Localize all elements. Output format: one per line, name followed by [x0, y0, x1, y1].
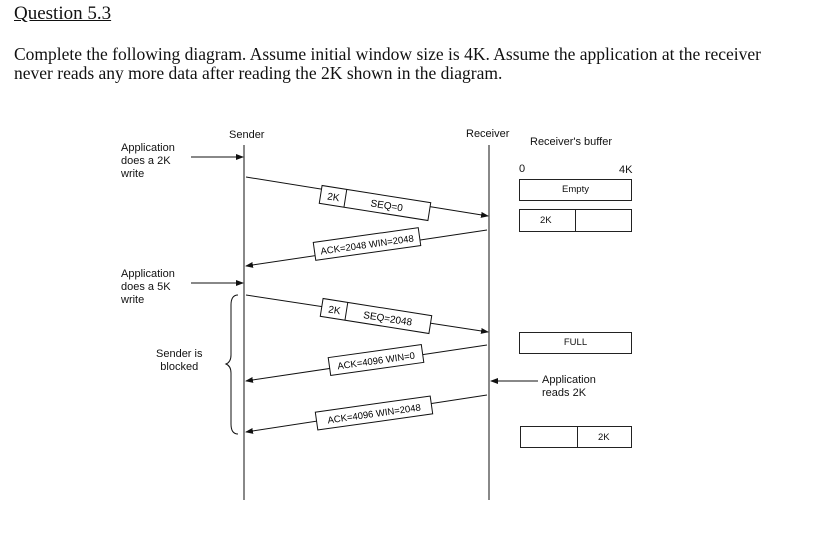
app-write-5k-note: Application does a 5K write [121, 268, 175, 306]
buffer-half-filled: 2K [519, 209, 632, 232]
buffer-full-text: FULL [563, 337, 588, 348]
sender-label: Sender [229, 129, 265, 141]
buffer-full: FULL [519, 332, 632, 354]
app-write-2k-note: Application does a 2K write [121, 142, 175, 180]
msg-ack2048-label: ACK=2048 WIN=2048 [312, 227, 422, 261]
buffer-after-read-text: 2K [598, 432, 610, 443]
buffer-after-read: 2K [520, 426, 632, 448]
buffer-empty-text: Empty [562, 184, 589, 195]
msg-seq2048-size: 2K [327, 305, 341, 318]
buffer-min-label: 0 [519, 163, 526, 175]
question-title: Question 5.3 [14, 3, 112, 24]
msg-seq2048-label: 2K SEQ=2048 [319, 297, 433, 335]
sender-blocked-note: Sender is blocked [156, 348, 203, 373]
receiver-label: Receiver [466, 128, 510, 140]
buffer-half-filled-text: 2K [540, 215, 552, 226]
msg-seq0-label: 2K SEQ=0 [318, 184, 432, 222]
buffer-after-read-divider [577, 427, 578, 447]
buffer-title: Receiver's buffer [530, 136, 612, 148]
buffer-half-filled-divider [575, 210, 576, 231]
msg-ack4096-win0-label: ACK=4096 WIN=0 [327, 343, 425, 377]
buffer-empty: Empty [519, 179, 632, 201]
buffer-max-label: 4K [619, 164, 633, 176]
msg-seq0-size: 2K [326, 192, 340, 205]
msg-seq0-text: SEQ=0 [370, 198, 404, 214]
question-text: Complete the following diagram. Assume i… [14, 44, 761, 83]
app-reads-note: Application reads 2K [542, 374, 596, 399]
msg-ack4096-win2048-label: ACK=4096 WIN=2048 [314, 395, 434, 431]
sender-blocked-brace [224, 294, 239, 435]
